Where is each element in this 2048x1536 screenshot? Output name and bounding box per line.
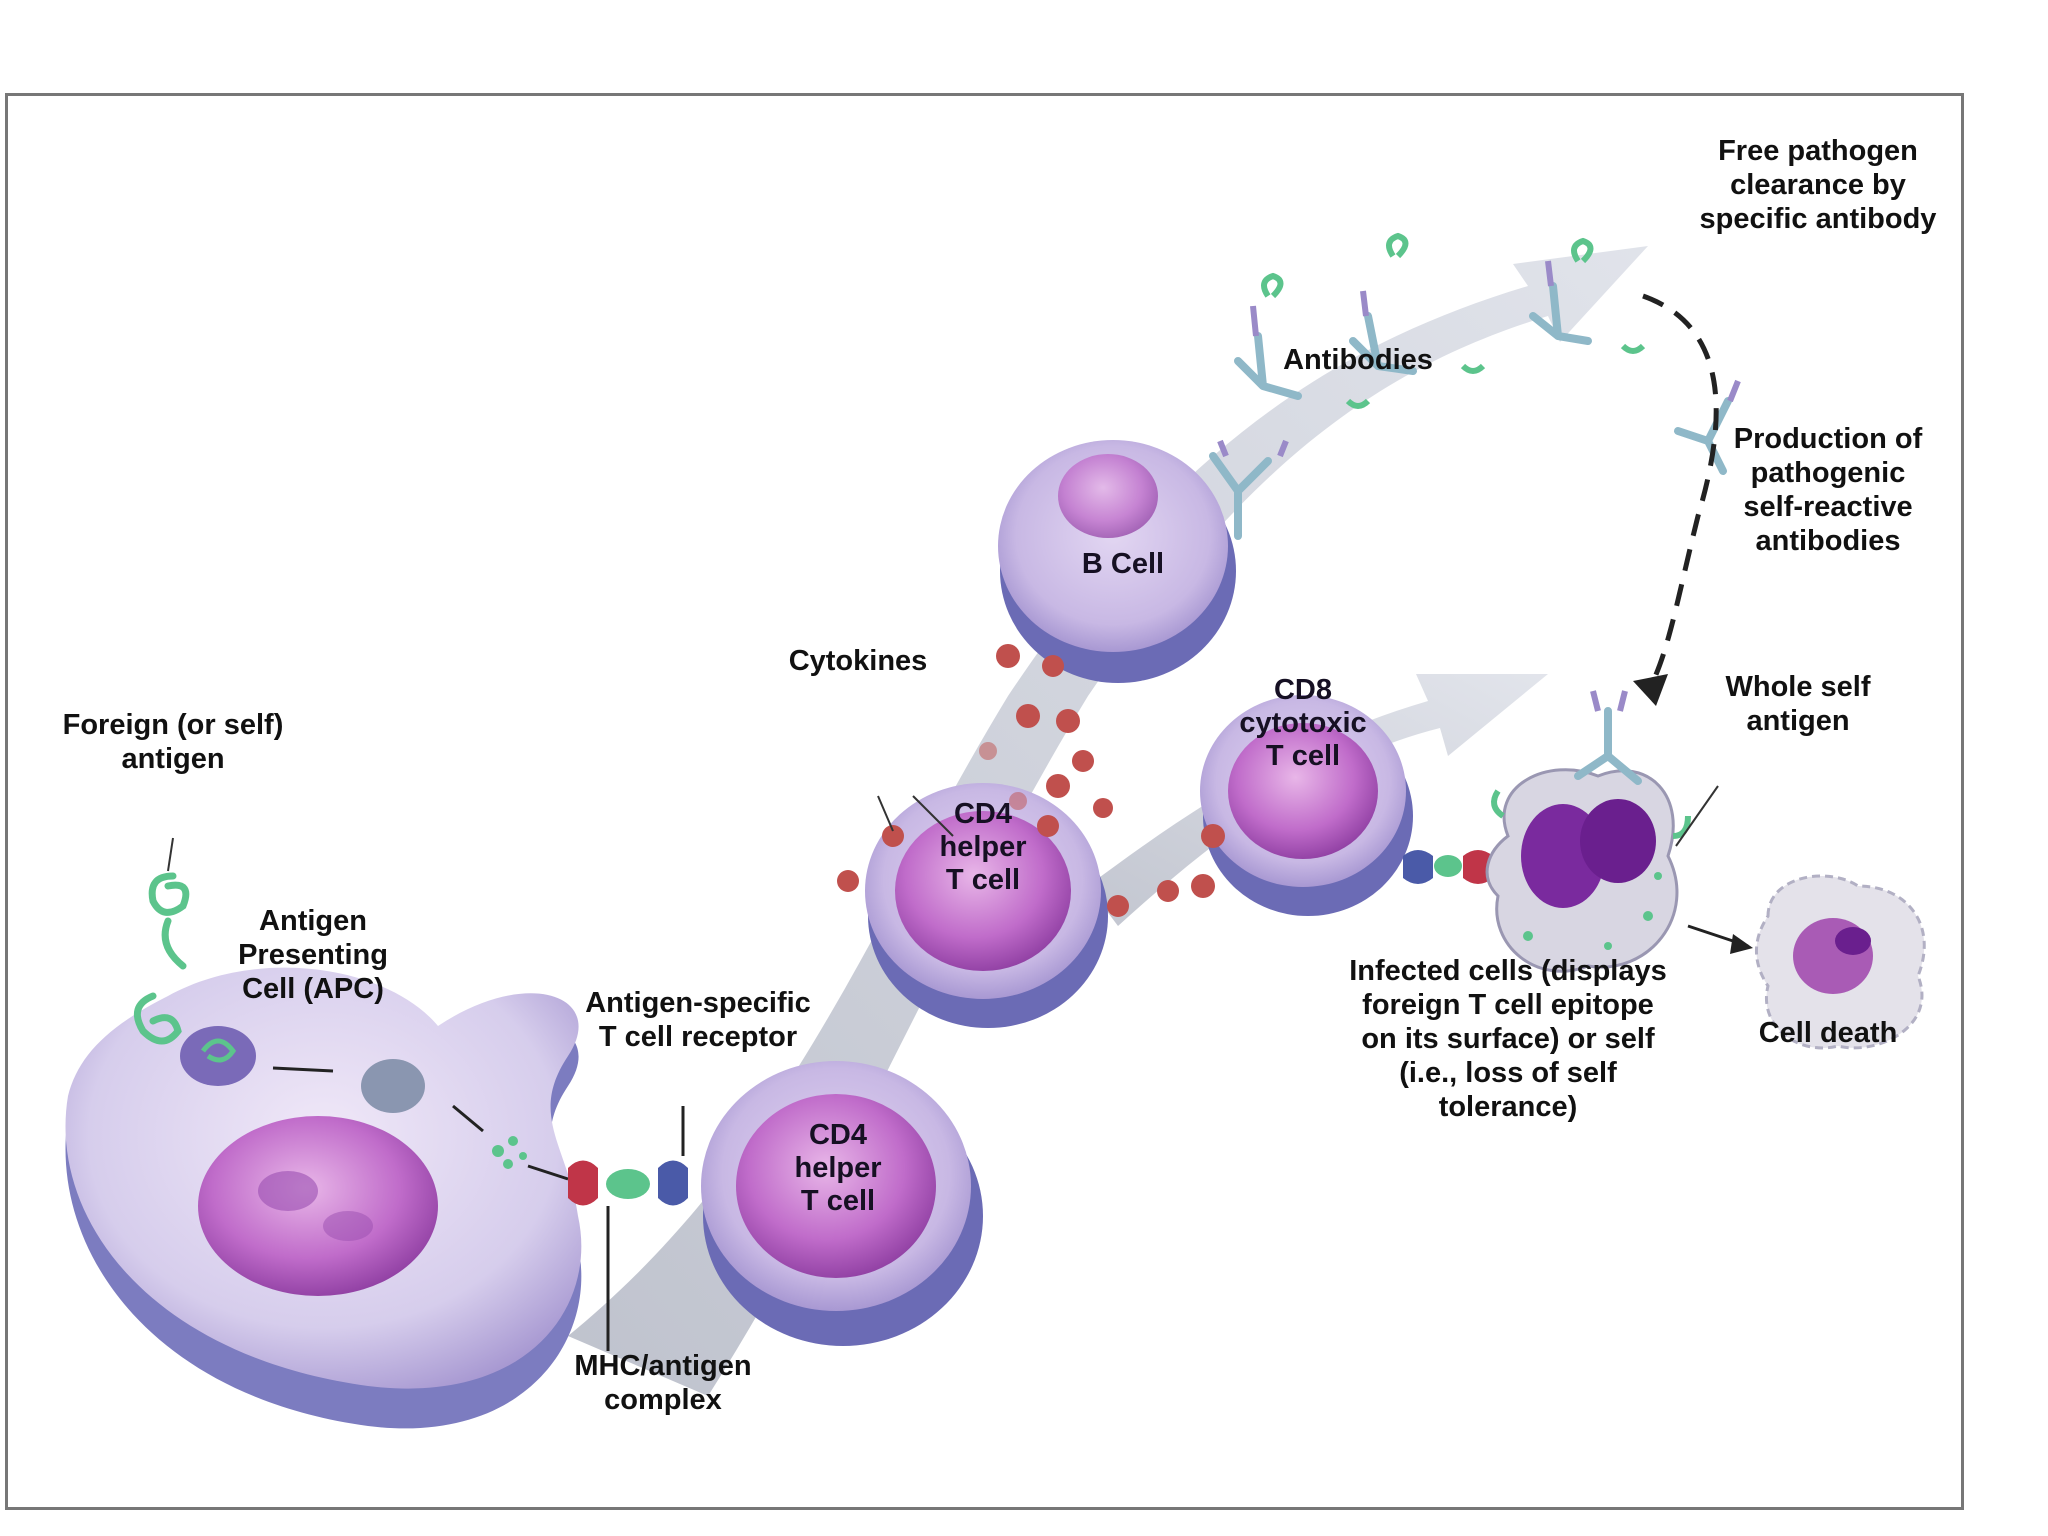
pathway-arrow-cd8: [1088, 674, 1548, 926]
foreign-antigen-icon: [133, 872, 190, 1045]
cd4-helper-tcell-upper: [865, 783, 1108, 1028]
cd8-receptor-contact: [1403, 850, 1493, 884]
dead-cell: [1754, 874, 1926, 1050]
immune-response-illustration: [65, 232, 1926, 1429]
antibodies-group: [1209, 282, 1732, 785]
leader-lines: [167, 785, 1719, 872]
label-b-cell: B Cell: [1081, 548, 1165, 580]
label-free-pathogen: Free pathogen clearance by specific anti…: [1699, 135, 1937, 235]
label-infected-cells: Infected cells (displays foreign T cell …: [1349, 955, 1667, 1123]
antigen-fragments: [492, 1136, 527, 1169]
apc-cell: [65, 967, 582, 1429]
label-cd4-upper: CD4 helper T cell: [939, 798, 1027, 896]
label-apc: Antigen Presenting Cell (APC): [238, 905, 388, 1005]
label-foreign-antigen: Foreign (or self) antigen: [62, 709, 284, 775]
antibody-heavy-chains: [1217, 260, 1741, 712]
infected-cell: [1485, 768, 1679, 973]
label-antibodies: Antibodies: [1283, 344, 1433, 376]
cytokine-dots: [837, 644, 1225, 917]
label-cd8: CD8 cytotoxic T cell: [1239, 674, 1367, 772]
mhc-tcr-complex: [568, 1106, 688, 1351]
label-cell-death: Cell death: [1758, 1017, 1898, 1049]
processing-vesicle: [361, 1059, 425, 1113]
endosome-vesicle: [180, 1026, 256, 1086]
diagram-frame: Foreign (or self) antigen Antigen Presen…: [5, 93, 1964, 1510]
label-whole-self-antigen: Whole self antigen: [1725, 671, 1871, 737]
cd8-cytotoxic-tcell: [1200, 695, 1413, 916]
label-mhc-complex: MHC/antigen complex: [574, 1350, 752, 1416]
cytokine-pointer-lines: [877, 795, 954, 837]
label-tcell-receptor: Antigen-specific T cell receptor: [585, 987, 811, 1053]
cd4-helper-tcell-lower: [701, 1061, 983, 1346]
antibody-bound-antigens: [1261, 232, 1691, 839]
label-production: Production of pathogenic self-reactive a…: [1733, 423, 1923, 557]
apc-nucleus: [198, 1116, 438, 1296]
production-dashed-arrow: [1642, 293, 1719, 693]
label-cytokines: Cytokines: [788, 645, 928, 677]
b-cell: [998, 440, 1236, 683]
label-cd4-lower: CD4 helper T cell: [794, 1119, 882, 1217]
